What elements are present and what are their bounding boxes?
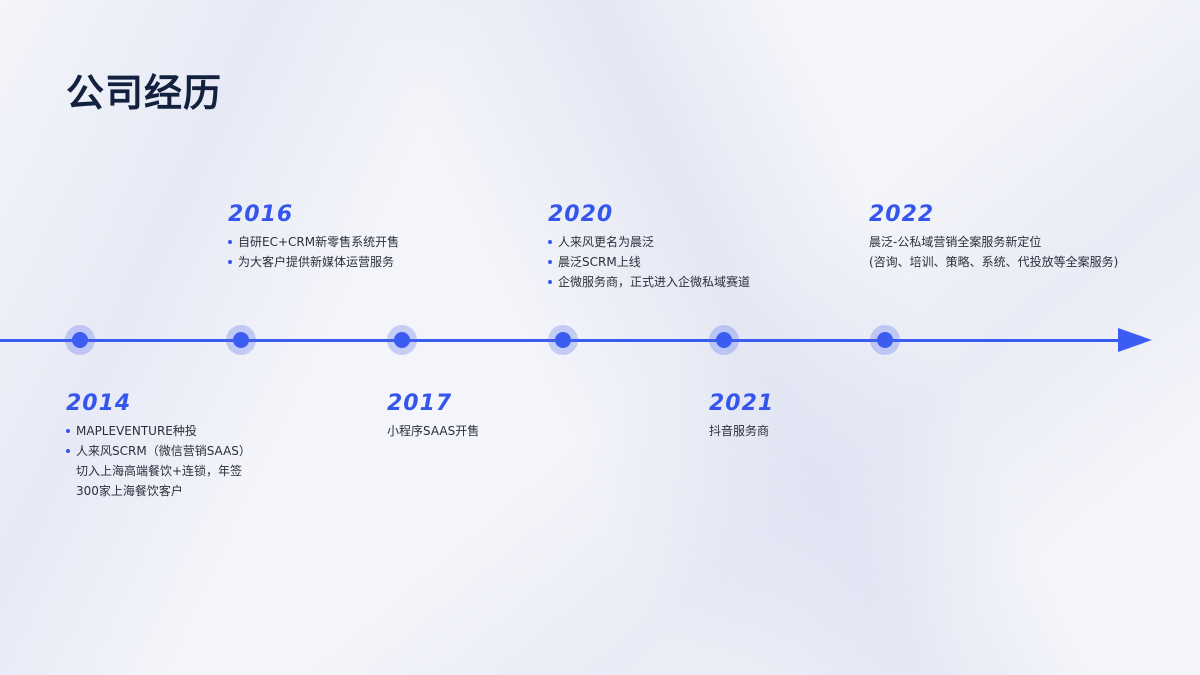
event-item: MAPLEVENTURE种投: [66, 421, 366, 441]
event-items: 小程序SAAS开售: [387, 421, 687, 441]
event-2020: 2020 人来风更名为晨泛 晨泛SCRM上线 企微服务商，正式进入企微私域赛道: [548, 202, 848, 292]
timeline-node-2017: [387, 325, 417, 355]
timeline-dot: [555, 332, 571, 348]
timeline-dot: [716, 332, 732, 348]
event-item: 人来风更名为晨泛: [548, 232, 848, 252]
event-item: 企微服务商，正式进入企微私域赛道: [548, 272, 848, 292]
event-item: (咨询、培训、策略、系统、代投放等全案服务): [869, 255, 1119, 269]
event-year: 2014: [66, 391, 132, 416]
event-item: 小程序SAAS开售: [387, 424, 480, 438]
timeline-node-2022: [870, 325, 900, 355]
event-year: 2017: [387, 391, 453, 416]
event-items: 晨泛-公私域营销全案服务新定位 (咨询、培训、策略、系统、代投放等全案服务): [869, 232, 1189, 272]
event-year: 2020: [548, 202, 614, 227]
timeline-node-2020: [548, 325, 578, 355]
event-items: MAPLEVENTURE种投 人来风SCRM（微信营销SAAS） 切入上海高端餐…: [66, 421, 366, 501]
event-item: 晨泛SCRM上线: [548, 252, 848, 272]
event-items: 抖音服务商: [709, 421, 1009, 441]
event-2017: 2017 小程序SAAS开售: [387, 391, 687, 441]
event-year: 2022: [869, 202, 935, 227]
event-item: 自研EC+CRM新零售系统开售: [228, 232, 528, 252]
timeline-dot: [877, 332, 893, 348]
event-item: 人来风SCRM（微信营销SAAS） 切入上海高端餐饮+连锁，年签 300家上海餐…: [66, 441, 366, 501]
event-year: 2021: [709, 391, 775, 416]
timeline-node-2014: [65, 325, 95, 355]
event-2014: 2014 MAPLEVENTURE种投 人来风SCRM（微信营销SAAS） 切入…: [66, 391, 366, 501]
timeline-arrow-icon: [1118, 328, 1152, 352]
timeline-node-2021: [709, 325, 739, 355]
timeline-node-2016: [226, 325, 256, 355]
event-2021: 2021 抖音服务商: [709, 391, 1009, 441]
page-title: 公司经历: [66, 71, 223, 115]
event-2016: 2016 自研EC+CRM新零售系统开售 为大客户提供新媒体运营服务: [228, 202, 528, 272]
event-item: 为大客户提供新媒体运营服务: [228, 252, 528, 272]
event-item: 抖音服务商: [709, 424, 770, 438]
timeline-dot: [72, 332, 88, 348]
event-items: 人来风更名为晨泛 晨泛SCRM上线 企微服务商，正式进入企微私域赛道: [548, 232, 848, 292]
event-items: 自研EC+CRM新零售系统开售 为大客户提供新媒体运营服务: [228, 232, 528, 272]
event-year: 2016: [228, 202, 294, 227]
event-2022: 2022 晨泛-公私域营销全案服务新定位 (咨询、培训、策略、系统、代投放等全案…: [869, 202, 1189, 272]
timeline-dot: [233, 332, 249, 348]
event-item: 晨泛-公私域营销全案服务新定位: [869, 235, 1042, 249]
timeline-dot: [394, 332, 410, 348]
